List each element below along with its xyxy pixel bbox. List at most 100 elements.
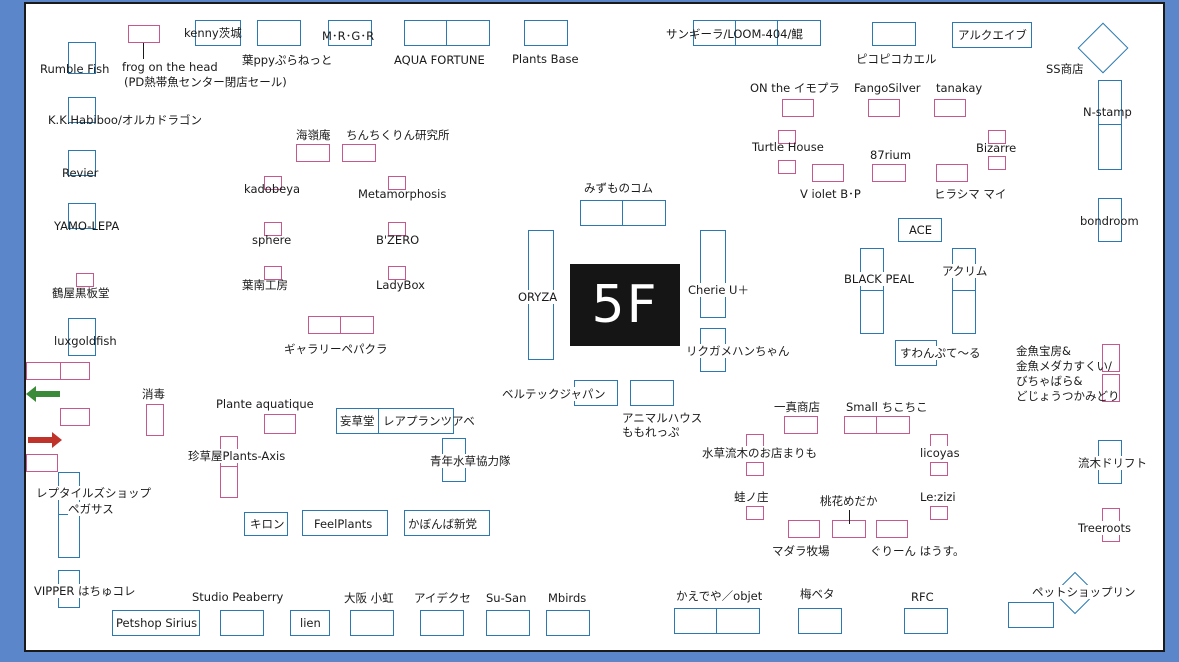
booth-hirashima[interactable]: [936, 164, 968, 182]
booth-small-1[interactable]: [844, 416, 878, 434]
label-susan: Su-San: [486, 591, 527, 605]
label-smallchiko: Small ちこちこ: [846, 400, 928, 414]
booth-aqua-2[interactable]: [446, 20, 490, 46]
booth-n-stamp-2[interactable]: [1098, 124, 1122, 170]
booth-turtle[interactable]: [778, 130, 796, 144]
booth-oryza-1[interactable]: [528, 230, 554, 296]
booth-bondroom[interactable]: [1098, 198, 1122, 242]
booth-frog[interactable]: [128, 25, 160, 43]
label-suwan: すわんぷて〜る: [900, 346, 981, 361]
booth-turtle-2[interactable]: [778, 160, 796, 174]
booth-studio[interactable]: [220, 610, 264, 636]
booth-kiron[interactable]: [244, 512, 288, 536]
booth-blackpeal-2[interactable]: [860, 290, 884, 334]
booth-kingyo-1[interactable]: [1102, 344, 1120, 372]
booth-revier[interactable]: [68, 150, 96, 176]
booth-susan[interactable]: [486, 610, 530, 636]
booth-ladybox[interactable]: [388, 266, 406, 280]
booth-kaedeya-2[interactable]: [716, 608, 760, 634]
booth-reptile-2[interactable]: [58, 514, 80, 558]
booth-violet[interactable]: [812, 164, 844, 182]
booth-rumble-fish[interactable]: [68, 42, 96, 74]
label-sphere: sphere: [252, 233, 292, 247]
booth-small-2[interactable]: [876, 416, 910, 434]
label-frog-2: (PD熱帯魚センター閉店セール): [124, 75, 287, 89]
booth-kadobeya-2[interactable]: [264, 222, 282, 236]
label-kingyo-1: 金魚宝房&: [1016, 344, 1071, 358]
booth-sangira-3[interactable]: [777, 20, 821, 46]
booth-happy[interactable]: [257, 20, 301, 46]
booth-lien[interactable]: [290, 610, 330, 636]
booth-cherie[interactable]: [700, 230, 726, 318]
label-mizumono: みずものコム: [584, 181, 653, 195]
booth-chinsou-2[interactable]: [220, 466, 238, 498]
booth-kenny[interactable]: [195, 20, 241, 46]
booth-madara[interactable]: [788, 520, 820, 538]
booth-mgr[interactable]: [328, 20, 372, 46]
label-ryuboku: 流木ドリフト: [1078, 456, 1147, 471]
booth-rare[interactable]: [378, 408, 454, 434]
label-rfc: RFC: [911, 590, 934, 604]
booth-pikopiko[interactable]: [872, 22, 916, 46]
booth-isshin[interactable]: [784, 416, 818, 434]
booth-tanakay[interactable]: [934, 99, 966, 117]
label-chinsou: 珍草屋Plants-Axis: [188, 449, 286, 464]
label-animal-1: アニマルハウス: [622, 411, 703, 425]
booth-kingyo-2[interactable]: [1102, 374, 1120, 402]
label-kenny: kenny茨城: [184, 26, 242, 40]
booth-luxgoldfish[interactable]: [68, 318, 96, 356]
booth-chinchiku[interactable]: [342, 144, 376, 162]
booth-mizumono-2[interactable]: [622, 200, 666, 226]
booth-tsuruya[interactable]: [76, 273, 94, 287]
booth-animal[interactable]: [630, 380, 674, 406]
booth-bizarre[interactable]: [988, 130, 1006, 144]
booth-metamorph-1[interactable]: [388, 176, 406, 190]
booth-licoyas-2[interactable]: [930, 462, 948, 476]
booth-entrance-3[interactable]: [60, 408, 90, 426]
booth-akurimu-2[interactable]: [952, 290, 976, 334]
booth-kk-habiboo[interactable]: [68, 97, 96, 123]
booth-osaka[interactable]: [350, 610, 394, 636]
booth-petsirius[interactable]: [112, 610, 200, 636]
booth-entrance-1[interactable]: [26, 362, 62, 380]
booth-kaedeya-1[interactable]: [674, 608, 718, 634]
booth-suiso-2[interactable]: [746, 462, 764, 476]
booth-gallery-2[interactable]: [340, 316, 374, 334]
booth-yamo-lepa[interactable]: [68, 203, 96, 229]
booth-ace[interactable]: [898, 218, 942, 242]
booth-feelplants[interactable]: [302, 510, 388, 536]
booth-lezizi[interactable]: [930, 506, 948, 520]
booth-87rium[interactable]: [872, 164, 906, 182]
booth-aruku[interactable]: [952, 22, 1032, 48]
booth-fango[interactable]: [868, 99, 900, 117]
booth-mizumono-1[interactable]: [580, 200, 624, 226]
floor-label: 5F: [570, 264, 680, 346]
booth-yonan[interactable]: [264, 266, 282, 280]
booth-green[interactable]: [876, 520, 908, 538]
booth-oryza-2[interactable]: [528, 294, 554, 360]
booth-kabonba[interactable]: [404, 510, 490, 536]
booth-shodoku[interactable]: [146, 404, 164, 436]
booth-sangira-1[interactable]: [693, 20, 737, 46]
booth-bizarre-2[interactable]: [988, 156, 1006, 170]
label-cherie: Cherie U＋: [688, 283, 749, 298]
booth-plants-base[interactable]: [524, 20, 568, 46]
booth-metamorph-2[interactable]: [388, 222, 406, 236]
booth-n-stamp-1[interactable]: [1098, 80, 1122, 126]
booth-gallery-1[interactable]: [308, 316, 342, 334]
booth-onthe[interactable]: [782, 99, 814, 117]
booth-aideku[interactable]: [420, 610, 464, 636]
booth-kadobeya-1[interactable]: [264, 176, 282, 190]
booth-petshop-1[interactable]: [1008, 602, 1054, 628]
booth-kairyo[interactable]: [296, 144, 330, 162]
booth-plante[interactable]: [264, 414, 296, 434]
booth-sangira-2[interactable]: [735, 20, 779, 46]
booth-kaeru[interactable]: [746, 506, 764, 520]
booth-rfc[interactable]: [904, 608, 948, 634]
booth-mbirds[interactable]: [546, 610, 590, 636]
booth-entrance-2[interactable]: [60, 362, 90, 380]
booth-entrance-4[interactable]: [26, 454, 58, 472]
label-yamo: YAMO-LEPA: [54, 219, 120, 233]
booth-aqua-1[interactable]: [404, 20, 448, 46]
booth-umebeta[interactable]: [798, 608, 842, 634]
